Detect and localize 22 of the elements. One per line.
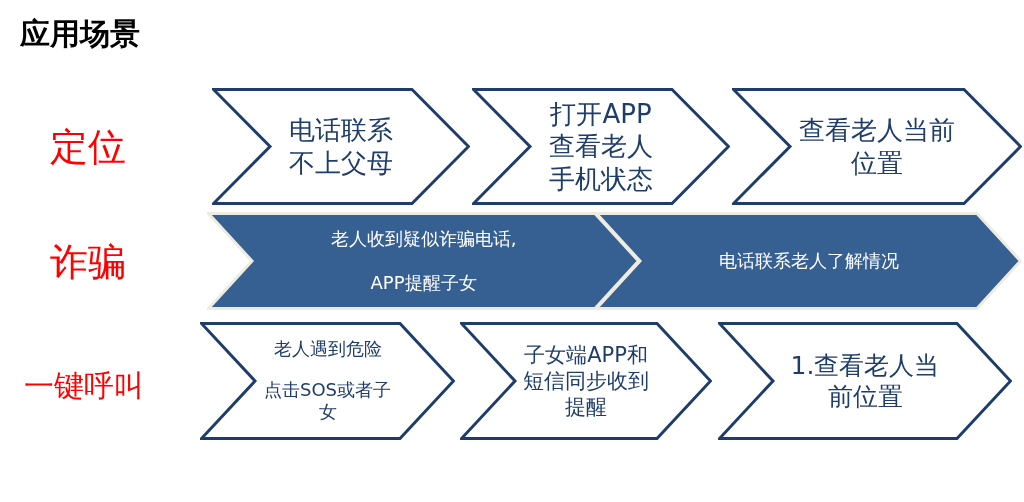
chevron-step [207, 212, 640, 310]
step-text: 子女端APP和短信同步收到提醒 [523, 341, 649, 421]
step-text: 点击SOS或者子女 [263, 378, 392, 424]
row-label: 一键呼叫 [24, 367, 144, 405]
step-text: 查看老人当前位置 [798, 114, 956, 179]
step-text: 老人遇到危险 [273, 338, 382, 361]
row-label: 定位 [50, 124, 126, 171]
step-text: 老人收到疑似诈骗电话, [330, 227, 517, 250]
chevron-step [732, 88, 1022, 205]
step-text: 打开APP查看老人手机状态 [548, 97, 654, 196]
step-text: 1.查看老人当前位置 [789, 349, 941, 413]
chevron-step [595, 212, 1022, 310]
chevron-step [212, 88, 470, 205]
row-label: 诈骗 [50, 239, 126, 286]
chevron-step [472, 88, 730, 205]
chevron-step [200, 322, 455, 440]
chevron-step [460, 322, 712, 440]
chevron-step [718, 322, 1012, 440]
title: 应用场景 [20, 15, 140, 53]
step-text: APP提醒子女 [370, 272, 477, 295]
step-text: 电话联系老人了解情况 [718, 249, 899, 273]
step-text: 电话联系不上父母 [288, 114, 394, 179]
